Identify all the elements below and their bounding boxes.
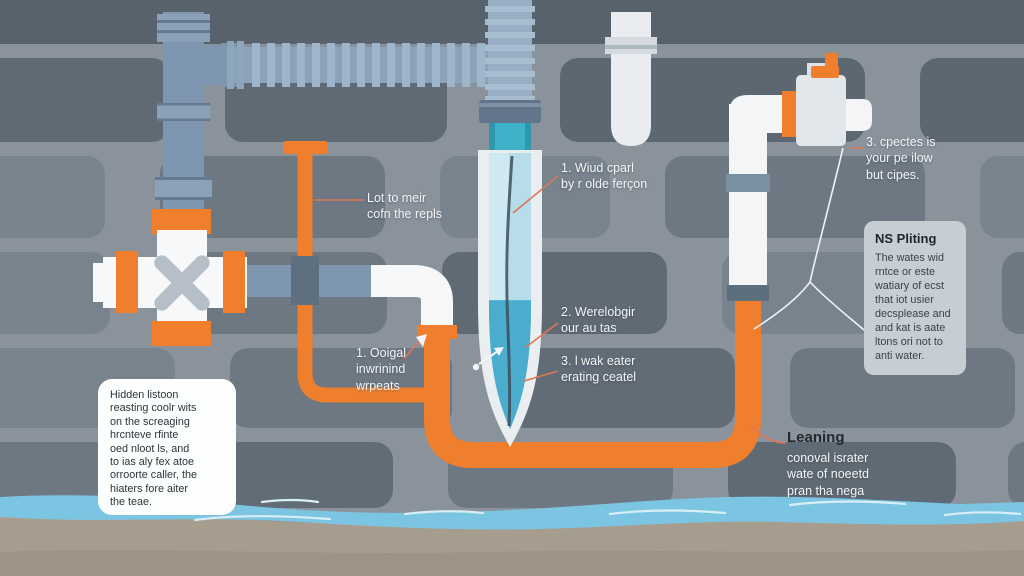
ground-sand bbox=[0, 509, 1024, 576]
leader-lines bbox=[314, 147, 865, 444]
tee-pipe-left bbox=[155, 12, 244, 214]
label-step2: 2. Werelobgir our au tas bbox=[561, 305, 636, 336]
test-tube bbox=[478, 123, 542, 447]
label-step3: 3. l wak eater erating ceatel bbox=[561, 354, 637, 385]
brick bbox=[1008, 442, 1024, 508]
tube-arrow bbox=[472, 347, 504, 371]
horizontal-pipe-blue bbox=[243, 256, 377, 305]
label-step3-alt: 3. cpectes is your pe ilow but cipes. bbox=[866, 135, 936, 182]
valve-assembly bbox=[726, 53, 872, 301]
valve-handle bbox=[811, 53, 839, 78]
brick bbox=[980, 156, 1024, 238]
brick bbox=[0, 156, 105, 238]
label-step1-alt: 1. Ooigal inwrinind wrpeats bbox=[356, 346, 407, 393]
riser-collar bbox=[727, 285, 769, 301]
riser-band bbox=[726, 174, 770, 192]
pipe-collar-orange bbox=[417, 325, 457, 339]
label-pipe-note: Lot to meir cofn the repls bbox=[367, 191, 443, 222]
note-box-right-body: The wates wid rntce or este watiary of e… bbox=[875, 252, 951, 363]
valve-orange-ring bbox=[782, 91, 796, 137]
brick bbox=[1002, 252, 1024, 334]
valve-outlet-stub bbox=[846, 99, 872, 131]
note-box-left: Hidden listoon reasting coolr wits on th… bbox=[98, 379, 236, 515]
thin-orange-pipe bbox=[283, 141, 438, 403]
label-leaning-title: Leaning bbox=[787, 429, 845, 446]
dip-tube bbox=[505, 155, 514, 427]
brick bbox=[507, 348, 735, 428]
x-mark bbox=[154, 255, 210, 311]
corrugated-pipe-horizontal bbox=[221, 43, 492, 87]
water-ripples bbox=[193, 499, 1022, 522]
drain-loop-pipe bbox=[424, 294, 761, 468]
short-white-pipe bbox=[605, 12, 657, 146]
brick bbox=[0, 58, 170, 142]
label-step1: 1. Wiud cparl by r olde ferçon bbox=[561, 161, 648, 192]
valve-body bbox=[796, 75, 846, 146]
arrowhead bbox=[416, 334, 427, 347]
water-stream bbox=[0, 495, 1024, 530]
cross-fitting bbox=[93, 209, 247, 346]
corrugated-pipe-vertical bbox=[479, 0, 541, 123]
brick bbox=[0, 252, 110, 334]
note-box-right-title: NS Pliting bbox=[875, 231, 937, 246]
note-box-right: NS Pliting The wates wid rntce or este w… bbox=[864, 221, 966, 376]
label-leaning-body: conoval israter wate of noeetd pran tha … bbox=[787, 451, 870, 498]
white-elbow-left bbox=[371, 265, 457, 339]
brick bbox=[920, 58, 1024, 142]
pipe-crossing-fitting bbox=[291, 256, 319, 305]
